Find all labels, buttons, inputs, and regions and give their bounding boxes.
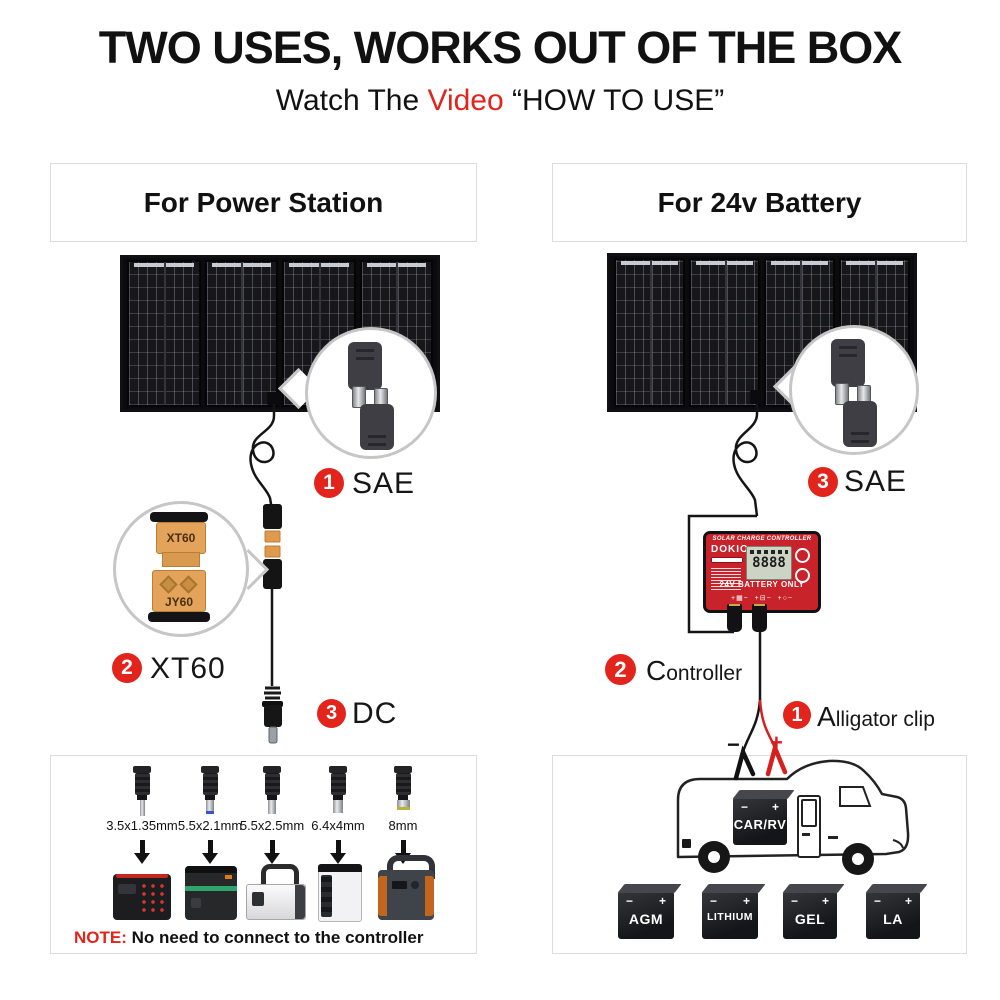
sae-ribs	[851, 429, 869, 443]
panel-fold	[614, 258, 685, 407]
solar-charge-controller: SOLAR CHARGE CONTROLLER DOKIO 8888 24V B…	[703, 531, 821, 613]
step-badge-controller: 2	[605, 654, 636, 685]
note-body: No need to connect to the controller	[131, 928, 424, 947]
sae-detail-callout-right	[789, 325, 919, 455]
negative-sign: −	[727, 732, 740, 757]
panel-junction-right	[750, 390, 764, 404]
battery-type-label: LA	[883, 911, 903, 927]
battery-type-label: GEL	[794, 911, 826, 927]
controller-port-connector	[752, 604, 767, 632]
sae-pin	[352, 386, 366, 408]
controller-brand: DOKIO	[711, 544, 749, 555]
car-rv-battery: − + CAR/RV	[733, 797, 787, 845]
battery-plus-terminal: +	[771, 800, 779, 814]
dc-tip	[200, 766, 220, 814]
battery-gel: − + GEL	[783, 891, 837, 939]
sae-ribs	[839, 343, 857, 357]
power-station-3	[246, 864, 306, 920]
xt60-neck	[162, 552, 200, 567]
controller-model-sticker	[711, 557, 743, 563]
power-station-2	[185, 866, 237, 920]
sae-ribs	[368, 432, 386, 446]
battery-la: − + LA	[866, 891, 920, 939]
rv-door-window	[801, 799, 817, 827]
page-subtitle: Watch The Video “HOW TO USE”	[0, 84, 1000, 118]
step-badge-dc: 3	[317, 699, 346, 728]
tip-size-label: 5.5x2.5mm	[239, 818, 305, 833]
alligator-clip-label: Alligator clip	[817, 701, 935, 732]
lcd-status-icons	[750, 550, 788, 554]
rv-cab-window	[839, 786, 872, 807]
down-arrow-icon	[264, 840, 280, 864]
rv-headlight	[892, 839, 904, 849]
tip-size-label: 8mm	[388, 818, 418, 833]
sae-detail-callout-left	[305, 327, 437, 459]
controller-lcd: 8888	[746, 546, 792, 580]
sae-label-right: SAE	[844, 465, 908, 498]
controller-button	[795, 568, 810, 583]
dc-tip	[132, 766, 152, 816]
dc-tip	[393, 766, 413, 810]
panel-fold	[689, 258, 760, 407]
left-column-header: For Power Station	[50, 163, 477, 242]
rv-rear-hub	[708, 851, 720, 863]
subtitle-video-word: Video	[427, 84, 504, 117]
power-station-1	[113, 870, 171, 920]
sae-pin	[835, 383, 849, 405]
step-badge-xt60: 2	[112, 653, 142, 683]
right-column-header: For 24v Battery	[552, 163, 967, 242]
rv-front-hub	[852, 853, 864, 865]
dc-tip	[328, 766, 348, 813]
tip-size-label: 6.4x4mm	[311, 818, 365, 833]
controller-terminal-icons: +▦− +⊟− +○−	[730, 595, 793, 602]
sae-ribs	[356, 346, 374, 360]
xt60-label: XT60	[150, 652, 226, 685]
step-badge-sae-right: 3	[808, 467, 838, 497]
page-title: TWO USES, WORKS OUT OF THE BOX	[98, 22, 903, 73]
xt60-detail-callout: XT60 JY60	[113, 501, 249, 637]
subtitle-prefix: Watch The	[275, 84, 428, 117]
power-station-4	[318, 864, 362, 922]
xt60-connector-icon: XT60	[156, 522, 206, 554]
jy60-connector-icon: JY60	[152, 570, 206, 612]
power-station-5	[378, 855, 435, 920]
controller-button	[795, 548, 810, 563]
tip-size-label: 3.5x1.35mm	[106, 818, 178, 833]
lcd-digits: 8888	[752, 555, 786, 571]
battery-lithium: − + LITHIUM	[702, 891, 758, 939]
solar-panel-right	[607, 253, 917, 412]
controller-label: Controller	[646, 655, 743, 686]
sae-label: SAE	[352, 467, 416, 500]
battery-minus-terminal: −	[741, 800, 749, 814]
battery-label: CAR/RV	[733, 817, 787, 832]
tip-size-label: 5.5x2.1mm	[177, 818, 243, 833]
note-text: NOTE: No need to connect to the controll…	[74, 928, 423, 948]
panel-junction-left	[267, 392, 281, 405]
note-label: NOTE:	[74, 928, 127, 947]
battery-type-label: AGM	[628, 911, 664, 927]
rv-fuel-door	[682, 839, 691, 848]
jy60-cap	[148, 612, 210, 622]
rv-side-trim	[828, 836, 838, 839]
down-arrow-icon	[134, 840, 150, 864]
step-badge-sae: 1	[314, 468, 344, 498]
down-arrow-icon	[202, 840, 218, 864]
down-arrow-icon	[330, 840, 346, 864]
xt60-cap	[150, 512, 208, 522]
controller-battery-line: 24V BATTERY ONLY	[719, 580, 805, 589]
controller-title: SOLAR CHARGE CONTROLLER	[712, 536, 812, 542]
dc-label: DC	[352, 697, 398, 730]
battery-agm: − + AGM	[618, 891, 674, 939]
rv-door-handle	[802, 833, 810, 836]
panel-fold	[204, 260, 278, 407]
step-badge-clip: 1	[783, 701, 811, 729]
battery-type-label: LITHIUM	[706, 911, 754, 923]
controller-port-connector	[727, 604, 742, 632]
panel-fold	[127, 260, 201, 407]
subtitle-suffix: “HOW TO USE”	[503, 84, 725, 117]
dc-tip	[262, 766, 282, 814]
positive-sign: +	[770, 730, 783, 755]
